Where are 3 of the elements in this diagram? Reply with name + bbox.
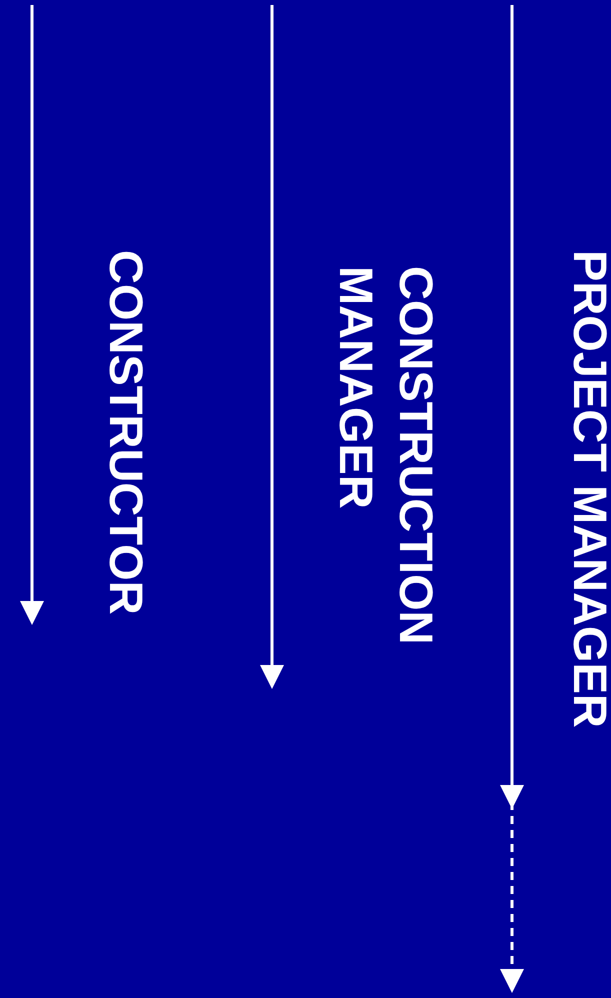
role-label: PROJECT MANAGER — [563, 250, 611, 728]
role-label: CONSTRUCTION MANAGER — [329, 266, 444, 647]
role-label: CONSTRUCTOR — [99, 250, 154, 615]
